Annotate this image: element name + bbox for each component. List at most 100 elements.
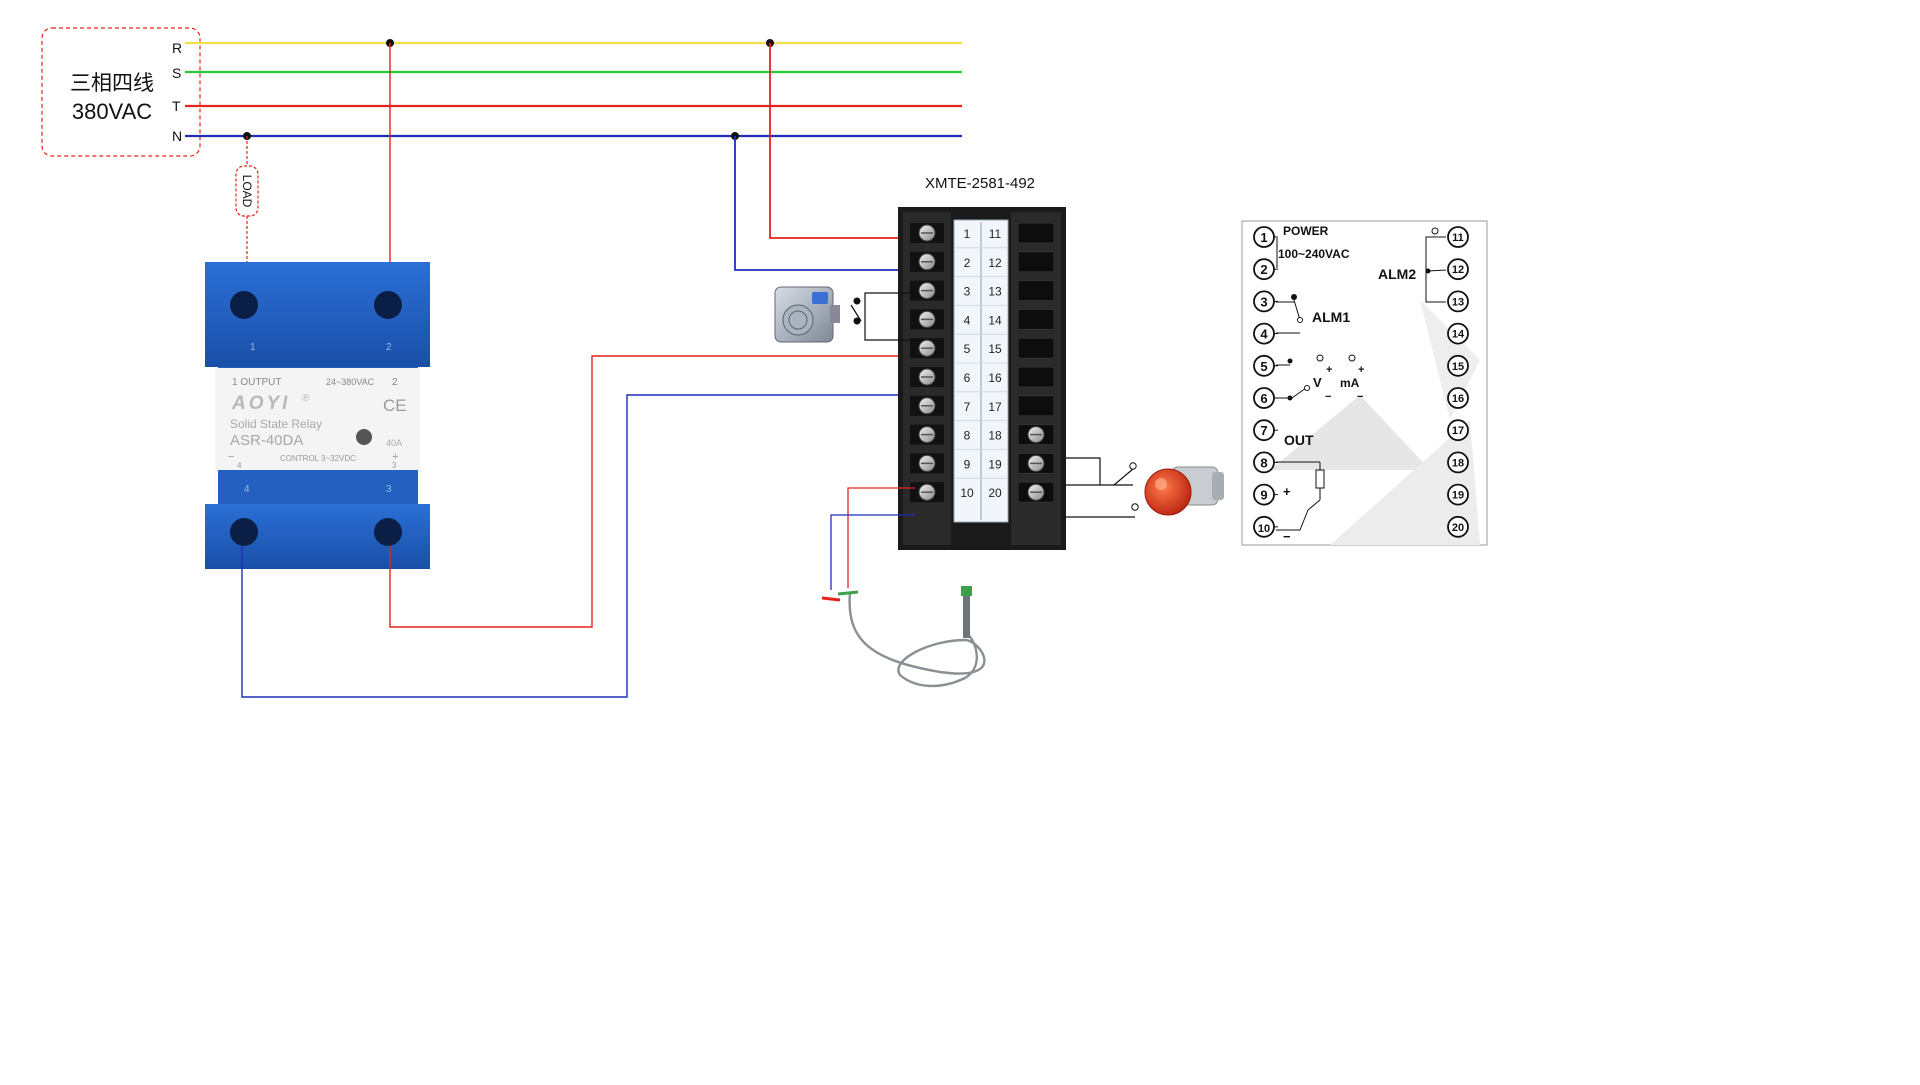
pinout-alm2-contact xyxy=(1431,227,1439,235)
pinout-ma-terminal xyxy=(1348,354,1356,362)
lamp-wire-common xyxy=(1066,457,1101,486)
pinout-alm2-label: ALM2 xyxy=(1378,266,1416,282)
ssr-ce-mark: CE xyxy=(383,396,407,415)
controller-terminal-cell xyxy=(1017,366,1055,388)
lamp-base xyxy=(1212,472,1224,500)
pinout-pin-number: 2 xyxy=(1260,262,1267,277)
controller-terminal-number: 20 xyxy=(988,486,1002,500)
pinout-ma-plus: + xyxy=(1358,364,1364,376)
ssr-terminal-bl: 4 xyxy=(237,461,242,470)
pinout-pin-circle xyxy=(1447,258,1469,281)
lamp-highlight xyxy=(1155,478,1167,490)
ssr-screw-hole xyxy=(374,291,402,319)
pinout-pin-number: 7 xyxy=(1260,423,1267,438)
controller-left-screws xyxy=(910,223,944,503)
supply-label-line1: 三相四线 xyxy=(70,72,154,95)
controller-terminal-cell xyxy=(1017,308,1055,330)
pinout-pin-number: 12 xyxy=(1452,264,1464,276)
controller-terminal-number: 17 xyxy=(988,400,1002,414)
thermocouple-tip xyxy=(963,588,970,638)
ssr-control-negative-wire xyxy=(241,394,915,698)
ssr-header-output: 1 OUTPUT xyxy=(232,377,281,388)
thermocouple-probe xyxy=(821,586,986,688)
pinout-pin-number: 9 xyxy=(1260,488,1267,503)
controller-terminal-number: 15 xyxy=(988,342,1002,356)
phase-label-n: N xyxy=(172,128,182,144)
buzzer-switch-contact xyxy=(853,297,861,305)
load-label: LOAD xyxy=(240,175,254,208)
pinout-power-range: 100~240VAC xyxy=(1278,247,1350,261)
controller-terminal-number: 16 xyxy=(988,371,1002,385)
ssr-model: ASR-40DA xyxy=(230,432,303,449)
pinout-v-label: V xyxy=(1313,375,1322,390)
controller-terminal-cell xyxy=(1017,337,1055,359)
ssr-screw-hole xyxy=(230,291,258,319)
buzzer-cap xyxy=(812,292,828,304)
pinout-pin-number: 19 xyxy=(1452,490,1464,502)
pinout-pin-circle xyxy=(1447,451,1469,474)
pinout-v-minus: − xyxy=(1325,391,1331,403)
controller-terminal-number: 7 xyxy=(964,400,971,414)
controller-terminal-number: 9 xyxy=(964,457,971,471)
thermocouple-lead-green xyxy=(837,590,859,596)
controller-terminal-number: 8 xyxy=(964,429,971,443)
pinout-pin-circle xyxy=(1447,483,1469,506)
thermocouple-tip-cap xyxy=(961,586,972,596)
ssr-screw-hole xyxy=(374,518,402,546)
pinout-out-contact xyxy=(1287,395,1293,401)
ssr-bottom-right-num: 3 xyxy=(386,484,392,495)
controller-terminal-number: 14 xyxy=(988,313,1002,327)
pinout-pin-number: 17 xyxy=(1452,425,1464,437)
ssr-subtitle: Solid State Relay xyxy=(230,417,322,431)
thermocouple-lead-red xyxy=(821,596,841,602)
pinout-pin-circle xyxy=(1447,354,1469,377)
pinout-pin-number: 5 xyxy=(1260,359,1267,374)
pinout-pin-circle xyxy=(1447,515,1469,538)
pinout-pin-number: 16 xyxy=(1452,393,1464,405)
buzzer-speaker-ring xyxy=(788,310,808,330)
pinout-ma-label: mA xyxy=(1340,376,1360,390)
pinout-out-contact xyxy=(1304,385,1310,391)
ssr-rating: 40A xyxy=(386,438,402,448)
thermocouple-negative-wire xyxy=(830,514,915,590)
buzzer-wire xyxy=(864,292,915,341)
controller-right-screws xyxy=(1017,222,1055,503)
solid-state-relay: 1 2 4 3 1 OUTPUT 24~380VAC 2 AOYI ® CE S… xyxy=(205,262,430,569)
ssr-bottom-left-num: 4 xyxy=(244,484,250,495)
pinout-pin-number: 11 xyxy=(1452,232,1464,244)
pinout-pin-circle xyxy=(1447,419,1469,442)
ssr-brand: AOYI xyxy=(231,393,290,414)
pinout-watermark xyxy=(1270,395,1430,470)
phase-label-s: S xyxy=(172,65,181,81)
thermocouple-positive-wire xyxy=(847,487,915,588)
controller-terminal-cell xyxy=(1017,395,1055,417)
phase-label-r: R xyxy=(172,40,182,56)
pinout-pin-number: 18 xyxy=(1452,457,1464,469)
controller-terminal-number: 10 xyxy=(960,486,974,500)
pinout-out-blade xyxy=(1291,387,1307,399)
ssr-header-num-right: 2 xyxy=(392,377,398,388)
controller-terminal-number: 11 xyxy=(989,227,1002,241)
pinout-ma-minus: − xyxy=(1357,391,1363,403)
lamp-lens xyxy=(1144,468,1192,516)
pinout-power-label: POWER xyxy=(1283,224,1329,238)
pinout-pin-number: 13 xyxy=(1452,296,1464,308)
ssr-top-right-num: 2 xyxy=(386,342,392,353)
ssr-terminal-br: 3 xyxy=(392,461,397,470)
pinout-ssr-plus: + xyxy=(1283,484,1291,499)
controller-terminal-number: 4 xyxy=(964,313,971,327)
ssr-top-left-num: 1 xyxy=(250,342,256,353)
pinout-ssr-minus: − xyxy=(1283,529,1291,544)
ssr-control-positive-wire xyxy=(389,355,915,628)
supply-box: 三相四线 380VAC xyxy=(41,27,201,157)
ssr-header-voltage: 24~380VAC xyxy=(326,377,375,387)
pinout-pin-circle xyxy=(1447,322,1469,345)
supply-label-line2: 380VAC xyxy=(72,99,152,124)
buzzer-switch-blade xyxy=(850,304,862,322)
pinout-alm1-contact xyxy=(1291,294,1297,300)
